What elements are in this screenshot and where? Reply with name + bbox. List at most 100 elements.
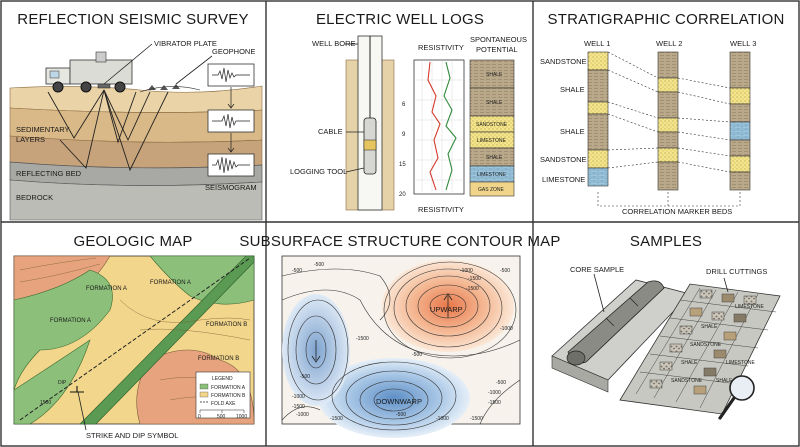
vibrator-truck xyxy=(45,51,133,93)
contour-value-5: -1500 xyxy=(466,286,479,292)
formation-a-sw xyxy=(13,339,91,425)
column-gas-zone: GAS ZONE xyxy=(478,187,505,193)
well-logs-title: ELECTRIC WELL LOGS xyxy=(316,11,484,28)
feature-downwarp: DOWNWARP xyxy=(376,397,422,406)
geomap-formation-a-3: FORMATION A xyxy=(150,280,191,286)
contour-value-12: -500 xyxy=(496,380,506,386)
formation-a-west xyxy=(13,269,113,391)
label-resistivity-top: RESISTIVITY xyxy=(418,43,464,52)
contour-value-9: -500 xyxy=(300,374,310,380)
strike-dip-leader xyxy=(77,391,87,431)
legend-scale-500: 500 xyxy=(217,414,226,420)
tray-label-1: SHALE xyxy=(701,324,718,330)
contour-value-8: -1500 xyxy=(356,336,369,342)
label-geophone: GEOPHONE xyxy=(212,47,255,56)
tray-label-7: SHALE xyxy=(716,378,733,384)
contour-value-4: -1500 xyxy=(468,276,481,282)
well-3-column xyxy=(729,51,751,191)
contour-value-14: -1500 xyxy=(488,400,501,406)
panel-geologic-map: GEOLOGIC MAP FORMATION A FORMATION A FOR… xyxy=(13,233,255,440)
contour-value-15: -1000 xyxy=(296,412,309,418)
side-label-sandstone-1: SANDSTONE xyxy=(540,57,587,66)
depth-tick-20: 20 xyxy=(399,192,406,198)
label-core-sample: CORE SAMPLE xyxy=(570,265,624,274)
side-label-limestone: LIMESTONE xyxy=(542,175,585,184)
depth-tick-9: 9 xyxy=(402,132,406,138)
panel-samples: SAMPLES CORE SAMPLE SHALE LIMESTONE SAND… xyxy=(551,233,781,420)
bedrock xyxy=(9,179,263,221)
drill-cuttings-leader xyxy=(723,277,729,293)
label-sedimentary: SEDIMENTARY xyxy=(16,125,69,134)
upwarp-arrow xyxy=(443,293,453,318)
downwarp-fill xyxy=(318,358,470,438)
label-bedrock: BEDROCK xyxy=(16,193,53,202)
contour-value-19: -1500 xyxy=(470,416,483,422)
contour-value-10: -1000 xyxy=(292,394,305,400)
contour-value-16: -1500 xyxy=(330,416,343,422)
geophone-leader xyxy=(175,55,213,85)
legend-fold-axe: FOLD AXE xyxy=(211,401,236,407)
legend-title: LEGEND xyxy=(212,376,233,382)
panel-well-logs: ELECTRIC WELL LOGS WELL BORE CABLE LOGGI… xyxy=(290,11,527,214)
strike-dip-symbol xyxy=(70,386,84,393)
depth-tick-15: 15 xyxy=(399,162,406,168)
fold-axis xyxy=(19,257,251,421)
resistivity-log xyxy=(413,59,465,195)
cuttings-compartments xyxy=(635,287,777,409)
label-logging-tool: LOGGING TOOL xyxy=(290,167,347,176)
depth-tick-6: 6 xyxy=(402,102,406,108)
legend-formation-a: FORMATION A xyxy=(211,385,246,391)
vibrator-plate-leader xyxy=(103,43,153,85)
seismogram-traces xyxy=(207,63,255,177)
geomap-formation-a-2: FORMATION A xyxy=(50,318,91,324)
label-layers: LAYERS xyxy=(16,135,45,144)
contour-lines xyxy=(281,261,521,431)
caption-strike-dip: STRIKE AND DIP SYMBOL xyxy=(86,431,178,440)
well-1-label: WELL 1 xyxy=(584,39,610,48)
seismic-rays xyxy=(47,89,169,172)
legend-scale-0: 0 xyxy=(198,414,201,420)
label-drill-cuttings: DRILL CUTTINGS xyxy=(706,267,767,276)
tray-label-4: SHALE xyxy=(681,360,698,366)
label-potential: POTENTIAL xyxy=(476,45,518,54)
correlation-lines xyxy=(597,51,741,207)
label-resistivity-bottom: RESISTIVITY xyxy=(418,205,464,214)
core-sample-leader xyxy=(593,273,605,313)
panel-seismic: REFLECTION SEISMIC SURVEY VIBRATOR PLATE… xyxy=(9,11,263,221)
column-sandstone: SANDSTONE xyxy=(476,122,508,128)
contour-value-6: -500 xyxy=(500,268,510,274)
fault-band xyxy=(79,255,255,425)
tray-label-6: SANDSTONE xyxy=(671,378,703,384)
west-low-arrow xyxy=(311,340,321,363)
geomap-contour-value: 1500 xyxy=(40,400,51,406)
column-shale-3: SHALE xyxy=(486,155,503,161)
geomap-formation-b-1: FORMATION B xyxy=(206,322,247,328)
panel-strat-correlation: STRATIGRAPHIC CORRELATION WELL 1 WELL 2 … xyxy=(540,11,784,216)
contour-value-18: -1000 xyxy=(436,416,449,422)
magnifier-icon xyxy=(718,375,755,420)
label-spontaneous: SPONTANEOUS xyxy=(470,35,527,44)
well-3-label: WELL 3 xyxy=(730,39,756,48)
legend-formation-b: FORMATION B xyxy=(211,393,246,399)
contour-value-17: -500 xyxy=(396,412,406,418)
side-label-shale-1: SHALE xyxy=(560,85,585,94)
seismic-title: REFLECTION SEISMIC SURVEY xyxy=(17,11,248,28)
label-well-bore: WELL BORE xyxy=(312,39,355,48)
geomap-formation-a-1: FORMATION A xyxy=(86,286,127,292)
column-shale-2: SHALE xyxy=(486,100,503,106)
tray-label-2: LIMESTONE xyxy=(735,304,764,310)
contour-value-3: -1000 xyxy=(460,268,473,274)
contour-value-1: -500 xyxy=(292,268,302,274)
geophone-icons xyxy=(139,84,201,93)
side-label-shale-2: SHALE xyxy=(560,127,585,136)
label-reflecting-bed: REFLECTING BED xyxy=(16,169,82,178)
geomap-formation-b-2: FORMATION B xyxy=(198,356,239,362)
tray-label-3: SANDSTONE xyxy=(690,342,722,348)
lithology-column xyxy=(469,59,515,197)
geomap-dip-label: DIP xyxy=(58,380,67,386)
label-cable: CABLE xyxy=(318,127,343,136)
column-limestone-1: LIMESTONE xyxy=(477,138,506,144)
contour-value-7: -1000 xyxy=(500,326,513,332)
well-2-column xyxy=(657,51,679,191)
